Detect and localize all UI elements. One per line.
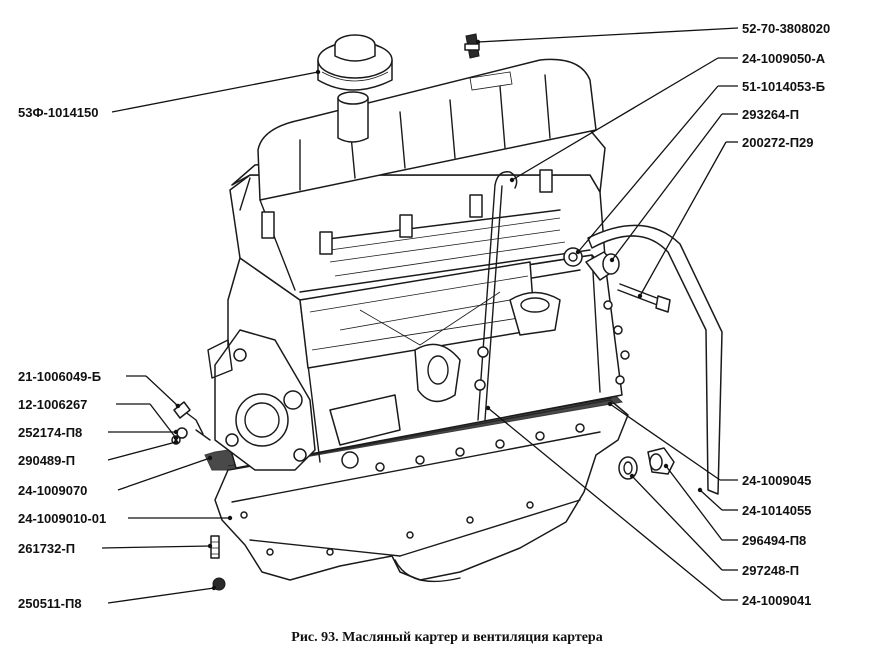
leader-lines [101, 27, 739, 604]
engine-block-drawing [204, 34, 630, 583]
callout-24-1009070: 24-1009070 [18, 483, 87, 498]
callout-21-1006049-b: 21-1006049-Б [18, 369, 101, 384]
callout-24-1009050-a: 24-1009050-А [742, 51, 826, 66]
callout-293264-p: 293264-П [742, 107, 799, 122]
callout-297248-p: 297248-П [742, 563, 799, 578]
callout-24-1014055: 24-1014055 [742, 503, 811, 518]
callout-53f-1014150: 53Ф-1014150 [18, 105, 99, 120]
callout-250511-p8: 250511-П8 [18, 596, 82, 611]
callout-200272-p29: 200272-П29 [742, 135, 814, 150]
callout-290489-p: 290489-П [18, 453, 75, 468]
callout-252174-p8: 252174-П8 [18, 425, 82, 440]
figure-caption: Рис. 93. Масляный картер и вентиляция ка… [291, 630, 602, 645]
loose-parts [171, 33, 723, 591]
callout-24-1009010-01: 24-1009010-01 [18, 511, 106, 526]
oil-filler-cap [317, 34, 393, 91]
callout-52-70-3808020: 52-70-3808020 [742, 21, 830, 36]
callout-12-1006267: 12-1006267 [18, 397, 87, 412]
callout-261732-p: 261732-П [18, 541, 75, 556]
callout-labels-left: 53Ф-1014150 21-1006049-Б 12-1006267 2521… [18, 105, 106, 611]
callout-24-1009045: 24-1009045 [742, 473, 811, 488]
callout-51-1014053-b: 51-1014053-Б [742, 79, 825, 94]
callout-24-1009041: 24-1009041 [742, 593, 811, 608]
callout-labels-right: 52-70-3808020 24-1009050-А 51-1014053-Б … [742, 21, 830, 608]
callout-296494-p8: 296494-П8 [742, 533, 806, 548]
